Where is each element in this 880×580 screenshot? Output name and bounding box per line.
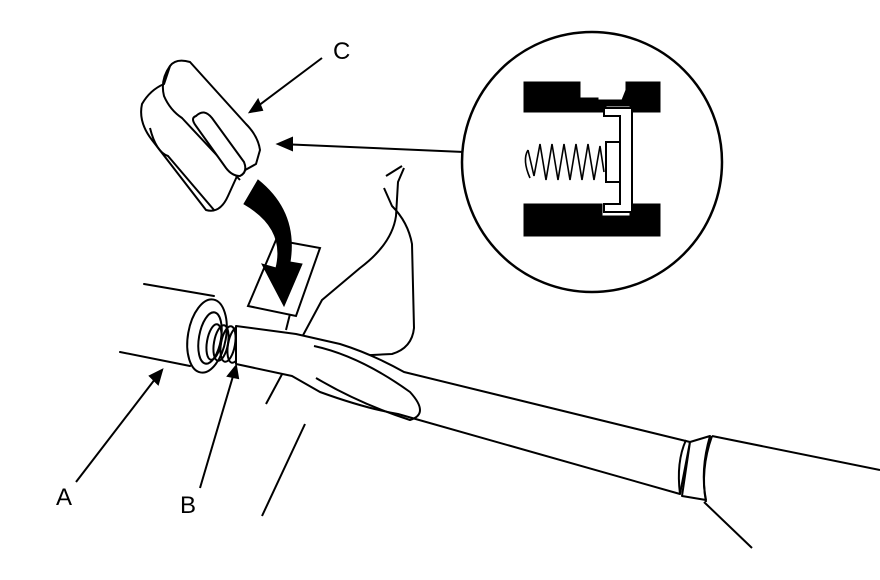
detail-lower-wall [523, 203, 661, 237]
outer-tube [119, 283, 215, 367]
label-c: C [333, 38, 351, 65]
label-a: A [56, 484, 73, 511]
screwdriver [235, 325, 880, 549]
detail-spring-seat [605, 141, 621, 183]
label-b: B [180, 492, 197, 519]
insertion-arrow [243, 179, 303, 308]
detail-spring [527, 143, 605, 181]
clip-c [140, 59, 261, 212]
housing [261, 165, 415, 517]
leader-lines [75, 57, 465, 489]
detail-clip-profile [603, 107, 633, 213]
clip-slot [246, 238, 322, 331]
detail-view [460, 30, 724, 294]
